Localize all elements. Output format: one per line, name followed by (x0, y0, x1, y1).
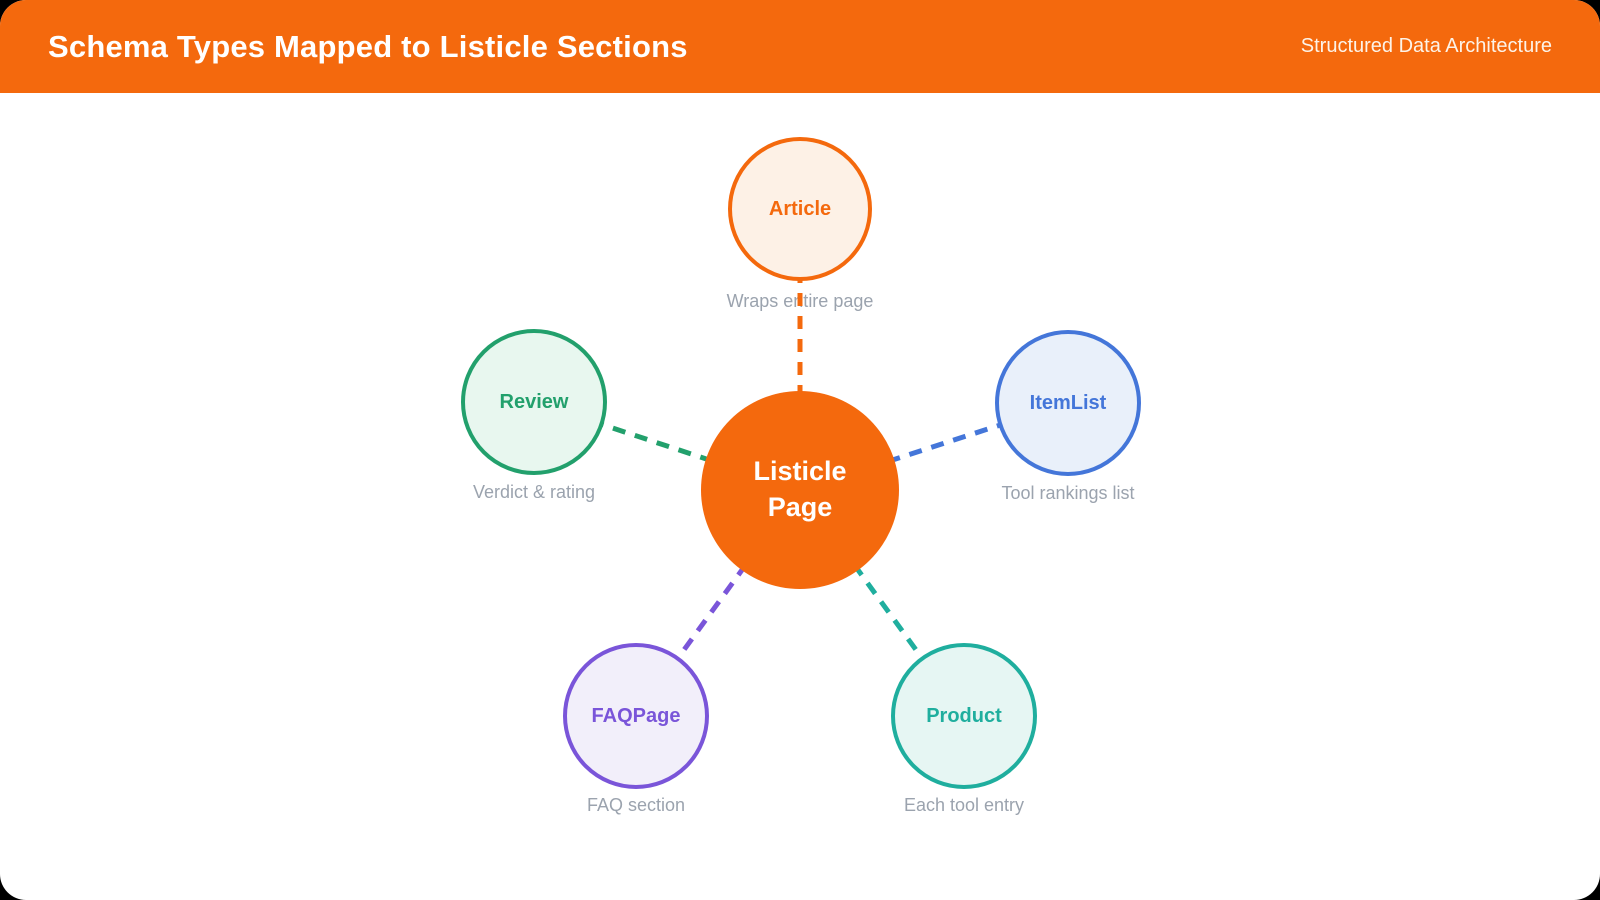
node-faqpage: FAQPage (563, 643, 709, 789)
node-product: Product (891, 643, 1037, 789)
node-article: Article (728, 137, 872, 281)
node-review: Review (461, 329, 607, 475)
node-listicle-page-label-line2: Page (767, 492, 833, 522)
page-title: Schema Types Mapped to Listicle Sections (48, 28, 688, 64)
node-faqpage-label: FAQPage (591, 704, 681, 727)
node-itemlist: ItemList (995, 330, 1141, 476)
node-article-label: Article (768, 197, 832, 220)
node-listicle-page-label-line1: Listicle (753, 456, 847, 487)
node-review-label: Review (499, 390, 569, 413)
page-subtitle: Structured Data Architecture (1300, 35, 1552, 57)
node-product-label: Product (926, 704, 1002, 727)
node-product-caption: Each tool entry (903, 795, 1025, 815)
header-bar: Schema Types Mapped to Listicle Sections… (0, 0, 1600, 93)
node-review-caption: Verdict & rating (472, 482, 596, 502)
node-faqpage-caption: FAQ section (586, 795, 686, 815)
node-itemlist-label: ItemList (1029, 391, 1107, 414)
node-listicle-page: Listicle Page (701, 391, 899, 589)
node-itemlist-caption: Tool rankings list (1001, 483, 1135, 503)
